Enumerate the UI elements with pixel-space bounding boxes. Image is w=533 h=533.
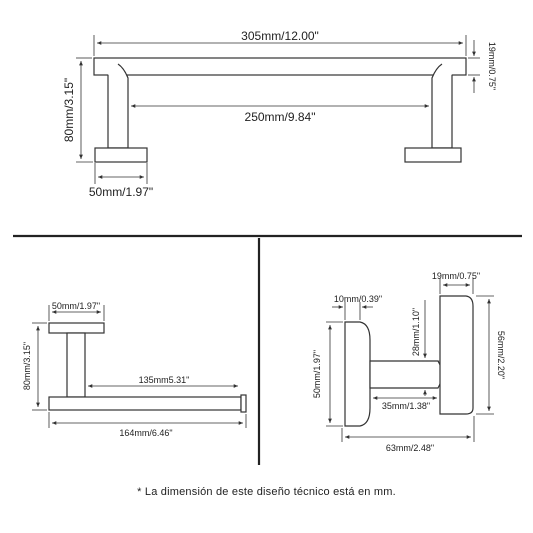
base-width-label: 50mm/1.97" [89,185,153,199]
right-base [404,147,462,163]
side-arm [48,396,242,411]
arm-depth-label: 35mm/1.38" [382,401,430,411]
towel-bar [93,57,467,76]
detail-view [326,278,494,442]
detail-wall-plate [344,321,371,427]
footnote: * La dimensión de este diseño técnico es… [137,486,396,498]
side-end-cap [240,394,247,413]
side-view [32,305,247,428]
detail-arm [369,360,443,389]
side-height-label: 80mm/3.15" [22,342,32,390]
left-base [94,147,148,163]
total-depth-label: 63mm/2.48" [386,443,434,453]
side-base-plate [48,322,105,334]
detail-bar [439,295,474,415]
bar-width-label: 19mm/0.75" [432,271,480,281]
inner-length-label: 250mm/9.84" [245,110,316,124]
bar-height-label: 56mm/2.20" [496,331,506,379]
left-post [107,63,129,149]
side-arm-length-label: 135mm5.31" [139,375,190,385]
total-length-label: 305mm/12.00" [241,29,319,43]
right-post [431,63,453,149]
side-total-length-label: 164mm/6.46" [119,428,172,438]
arm-height-label: 28mm/1.10" [411,308,421,356]
plate-height-label: 50mm/1.97" [312,350,322,398]
top-view [76,35,480,184]
height-label: 80mm/3.15" [62,78,76,142]
side-post [66,332,86,398]
side-base-width-label: 50mm/1.97" [52,301,100,311]
plate-thickness-label: 10mm/0.39" [334,294,382,304]
bar-thickness-label: 19mm/0.75" [487,42,497,90]
